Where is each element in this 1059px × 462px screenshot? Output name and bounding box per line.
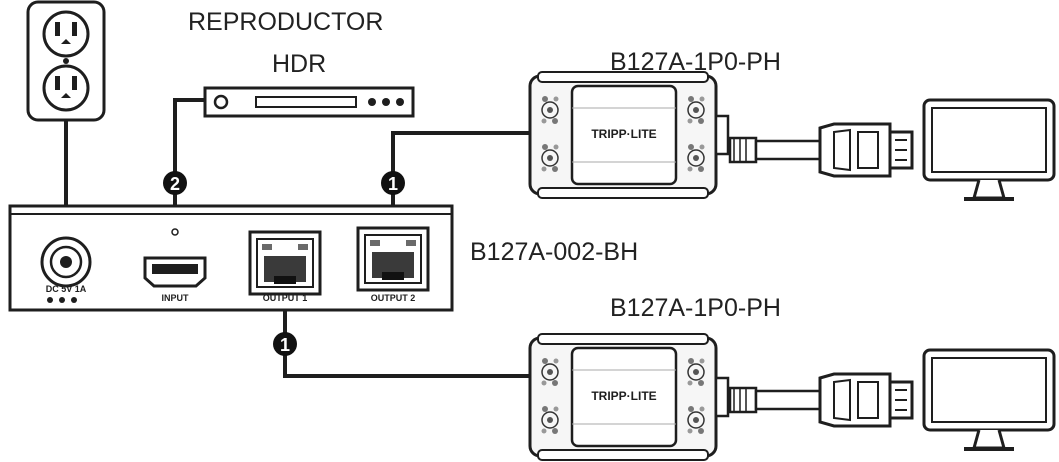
output1-cable <box>283 294 540 378</box>
step-badge-output1-text: 1 <box>280 335 290 355</box>
rj45-output2-port <box>356 226 430 292</box>
receiver-top: TRIPP·LITE <box>530 72 728 198</box>
receiver-bottom: TRIPP·LITE <box>530 334 728 460</box>
label-player-line2: HDR <box>272 50 327 78</box>
label-receiver-top: B127A-1P0-PH <box>610 48 781 76</box>
output2-cable <box>391 131 540 228</box>
step-badge-input: 2 <box>163 171 187 195</box>
port-label-power: DC 5V 1A <box>46 284 87 294</box>
hdmi-plug-bottom <box>728 372 914 428</box>
hdmi-plug-top <box>728 122 914 178</box>
hdmi-input-port <box>143 228 207 288</box>
transmitter-box <box>8 204 454 312</box>
port-label-output2: OUTPUT 2 <box>371 293 416 303</box>
power-jack <box>40 236 92 303</box>
step-badge-output1: 1 <box>273 332 297 356</box>
wall-outlet <box>26 0 106 122</box>
step-badge-input-text: 2 <box>170 174 180 194</box>
label-transmitter: B127A-002-BH <box>470 238 639 266</box>
label-player-line1: REPRODUCTOR <box>188 8 384 36</box>
receiver-top-brand: TRIPP·LITE <box>591 127 656 141</box>
label-receiver-bottom: B127A-1P0-PH <box>610 294 781 322</box>
step-badge-output2: 1 <box>381 171 405 195</box>
receiver-bottom-brand: TRIPP·LITE <box>591 389 656 403</box>
port-label-input: INPUT <box>162 293 190 303</box>
hdr-player <box>203 86 415 118</box>
monitor-top <box>922 98 1056 201</box>
monitor-bottom <box>922 348 1056 451</box>
rj45-output1-port <box>248 230 322 296</box>
port-label-output1: OUTPUT 1 <box>263 293 308 303</box>
step-badge-output2-text: 1 <box>388 174 398 194</box>
